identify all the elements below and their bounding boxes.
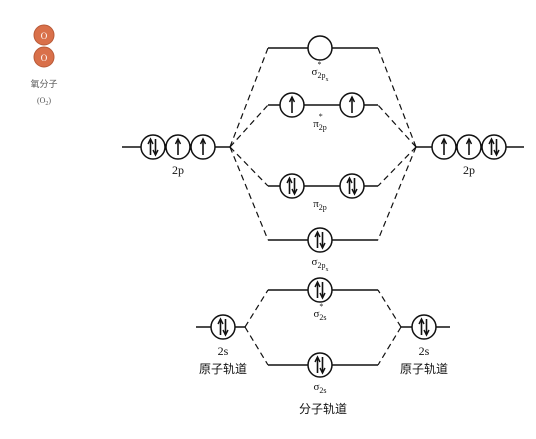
left-atomic-orbital-caption: 原子轨道 [199,362,247,376]
energy-levels [122,35,524,378]
orbital-circle [411,314,437,340]
orbital-circle [456,134,482,160]
level-sigma-star-2px [268,35,378,61]
oxygen-molecule-legend: O O 氧分子 (O2) [30,24,58,107]
pi-star-2p-label: π*2p [313,112,327,132]
sigma-2px-label: σ2px [312,256,329,273]
level-right-2s [401,314,450,340]
level-pi-2p [268,173,378,199]
level-left-2s [196,314,245,340]
level-sigma-star-2s [268,277,378,303]
level-sigma-2s [268,352,378,378]
sigma-star-2s-label: σ*2s [313,302,326,322]
oxygen-atom-bottom-letter: O [41,53,48,63]
right-atomic-orbital-caption: 原子轨道 [400,362,448,376]
orbital-circle [140,134,166,160]
orbital-circle [431,134,457,160]
orbital-circle [307,277,333,303]
sigma-2s-label: σ2s [313,381,326,395]
right-2s-label: 2s [419,344,430,358]
orbital-circle [307,35,333,61]
level-right-2p [416,134,524,160]
left-2s-label: 2s [218,344,229,358]
orbital-circle [307,352,333,378]
oxygen-molecule-caption: 氧分子 [30,78,57,90]
orbital-circle [481,134,507,160]
oxygen-atom-top [33,24,55,46]
level-sigma-2px [268,227,378,253]
orbital-circle [279,173,305,199]
level-pi-star-2p [268,92,378,118]
orbital-circle [279,92,305,118]
oxygen-molecule-formula: (O2) [37,96,51,107]
orbital-circle [307,227,333,253]
orbital-circle [190,134,216,160]
oxygen-atom-bottom [33,46,55,68]
pi-2p-label: π2p [313,198,327,212]
correlation-lines-2s [244,289,402,366]
right-2p-label: 2p [463,163,475,177]
orbital-circle [165,134,191,160]
orbital-circle [339,92,365,118]
oxygen-atom-top-letter: O [41,31,48,41]
molecular-orbital-caption: 分子轨道 [299,402,347,416]
left-2p-label: 2p [172,163,184,177]
orbital-labels: 2p 2p σ*2px π*2p π2p σ2px σ*2s σ2s 2s 2s… [172,60,475,416]
orbital-circle [339,173,365,199]
level-left-2p [122,134,230,160]
sigma-star-2px-label: σ*2px [312,60,329,83]
orbital-circle [210,314,236,340]
correlation-lines-2p [229,47,417,241]
